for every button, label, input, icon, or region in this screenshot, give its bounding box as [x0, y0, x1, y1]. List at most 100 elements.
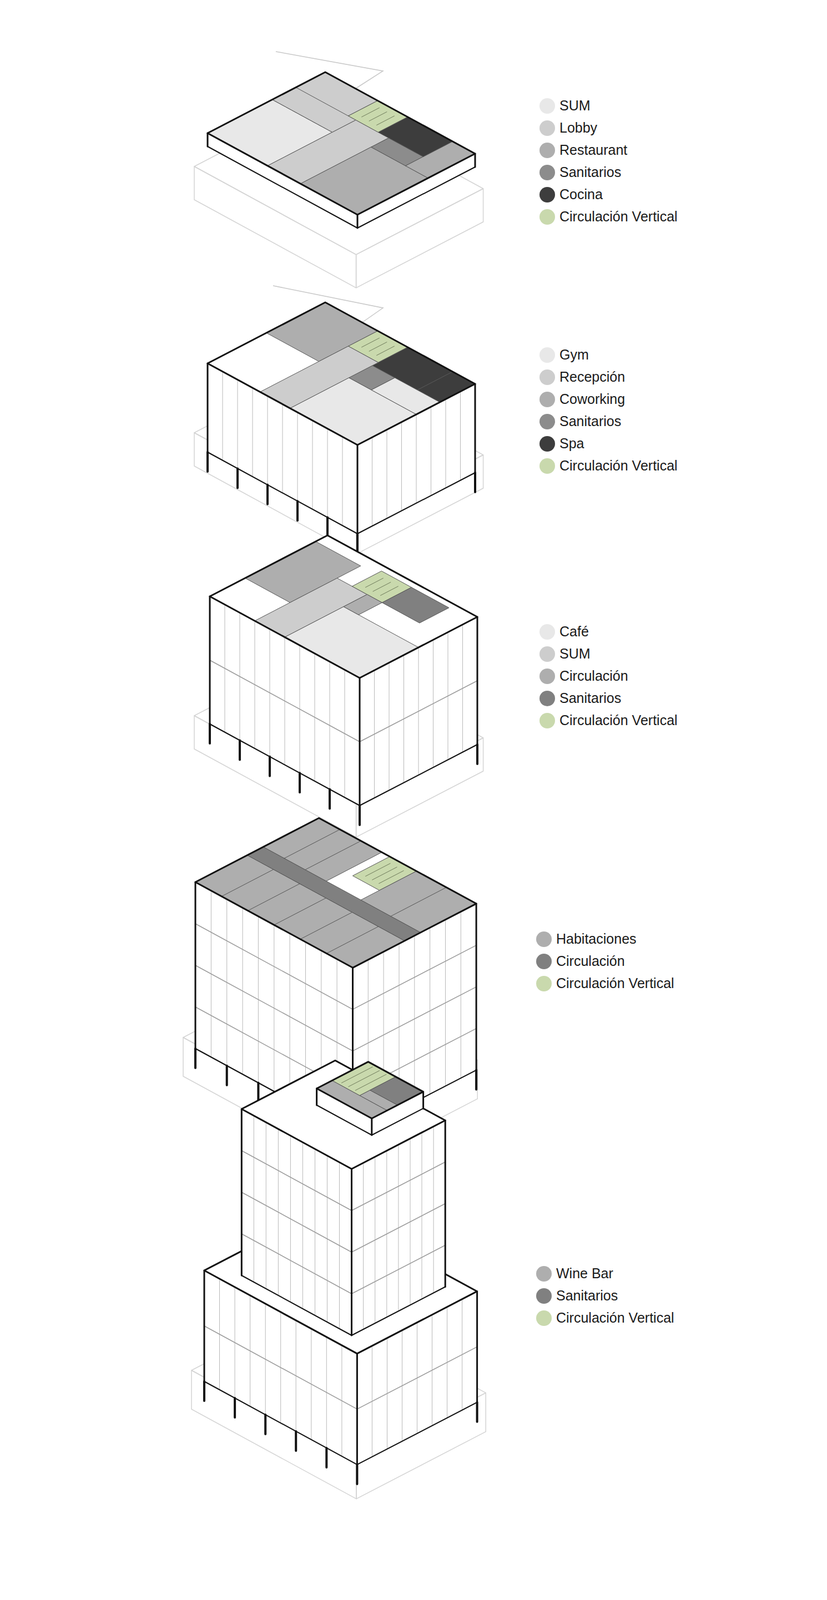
legend-swatch	[536, 954, 552, 970]
legend-label: Lobby	[559, 120, 598, 136]
plate-outline	[241, 1061, 446, 1171]
legend-label: SUM	[559, 646, 591, 663]
legend: SUMLobbyRestaurantSanitariosCocinaCircul…	[539, 94, 678, 229]
column	[238, 740, 241, 760]
column	[328, 789, 331, 810]
legend-label: Circulación Vertical	[559, 458, 678, 474]
column	[225, 1066, 229, 1086]
legend-label: Habitaciones	[556, 931, 637, 948]
base-edge	[351, 1287, 446, 1337]
corner-edge	[356, 1354, 358, 1466]
mullion-line	[342, 436, 344, 526]
stair-line	[376, 346, 395, 356]
base-edge	[241, 1276, 352, 1336]
column	[268, 757, 271, 777]
legend: Wine BarSanitariosCirculación Vertical	[536, 1263, 675, 1330]
legend-swatch	[539, 98, 556, 114]
base-edge	[207, 146, 358, 229]
legend-row: Habitaciones	[536, 928, 675, 951]
column	[266, 485, 269, 505]
legend-row: Sanitarios	[539, 687, 678, 710]
plate-outline	[195, 818, 477, 969]
floor-plate	[207, 302, 476, 446]
plate-outline	[209, 535, 478, 679]
room-partition	[305, 841, 361, 871]
legend-row: Circulación Vertical	[539, 455, 678, 478]
base-edge	[357, 167, 476, 229]
legend-row: Circulación Vertical	[536, 972, 675, 996]
corner-edge	[356, 445, 359, 534]
legend-label: Sanitarios	[559, 414, 622, 430]
mullion-line	[267, 396, 269, 486]
column	[326, 517, 329, 538]
column	[325, 1448, 328, 1469]
mullion-line	[401, 422, 402, 512]
legend-label: Wine Bar	[556, 1266, 614, 1283]
legend-swatch	[536, 1310, 552, 1327]
plate-outline	[316, 1062, 424, 1119]
column	[206, 452, 209, 472]
floor-line	[359, 681, 478, 743]
column	[264, 1415, 267, 1435]
room-partition	[300, 912, 353, 940]
mullion-line	[327, 429, 329, 518]
stair-line	[341, 1067, 373, 1084]
room-partition	[248, 884, 301, 912]
base-edge	[209, 724, 360, 806]
room-partition	[390, 888, 447, 917]
base-edge	[316, 1105, 372, 1136]
corner-edge	[194, 882, 197, 1050]
base-edge	[357, 472, 476, 534]
floor-plate	[241, 1061, 446, 1171]
legend-row: Wine Bar	[536, 1263, 675, 1286]
corner-edge	[315, 1088, 318, 1106]
legend-row: Spa	[539, 432, 678, 456]
legend-row: Circulación Vertical	[536, 1307, 675, 1330]
legend-row: Circulación	[539, 665, 678, 688]
column	[298, 773, 301, 793]
floor-plate	[209, 535, 478, 679]
legend-label: Circulación	[559, 668, 629, 685]
plate-outline	[207, 72, 476, 215]
base-edge	[207, 452, 358, 534]
column	[233, 1398, 236, 1419]
stair-line	[369, 112, 387, 122]
corner-edge	[370, 1118, 373, 1136]
legend-label: Cocina	[559, 187, 603, 203]
floor-line	[356, 1347, 477, 1410]
legend-row: Circulación	[536, 950, 675, 973]
base-edge	[359, 744, 478, 806]
corner-edge	[356, 214, 359, 229]
floor-plate	[207, 72, 476, 215]
corner-edge	[474, 384, 477, 473]
legend-label: Circulación	[556, 954, 625, 970]
stair-line	[372, 867, 398, 881]
floor-line	[351, 1162, 446, 1212]
legend-row: Restaurant	[539, 139, 678, 162]
corner-edge	[209, 596, 211, 725]
legend-swatch	[536, 1266, 552, 1283]
legend-row: Recepción	[539, 366, 678, 389]
legend-swatch	[536, 931, 552, 948]
legend-row: Sanitarios	[536, 1285, 675, 1308]
mullion-line	[222, 371, 224, 461]
column	[208, 724, 211, 744]
column	[473, 472, 477, 493]
legend-row: Gym	[539, 344, 678, 367]
legend-label: Sanitarios	[559, 164, 622, 181]
corner-edge	[350, 1169, 353, 1336]
legend-row: Sanitarios	[539, 410, 678, 433]
column	[476, 1403, 479, 1423]
mullion-line	[416, 414, 417, 504]
room-partition	[274, 898, 326, 926]
legend-swatch	[536, 976, 552, 992]
stair-line	[348, 1071, 380, 1088]
stair-line	[365, 578, 384, 588]
mullion-line	[460, 391, 461, 481]
stair-line	[372, 582, 391, 593]
legend-row: Café	[539, 621, 678, 644]
legend-label: Coworking	[559, 391, 625, 408]
corner-edge	[444, 1121, 447, 1288]
program-zone	[284, 607, 419, 679]
legend-row: Circulación Vertical	[539, 205, 678, 229]
